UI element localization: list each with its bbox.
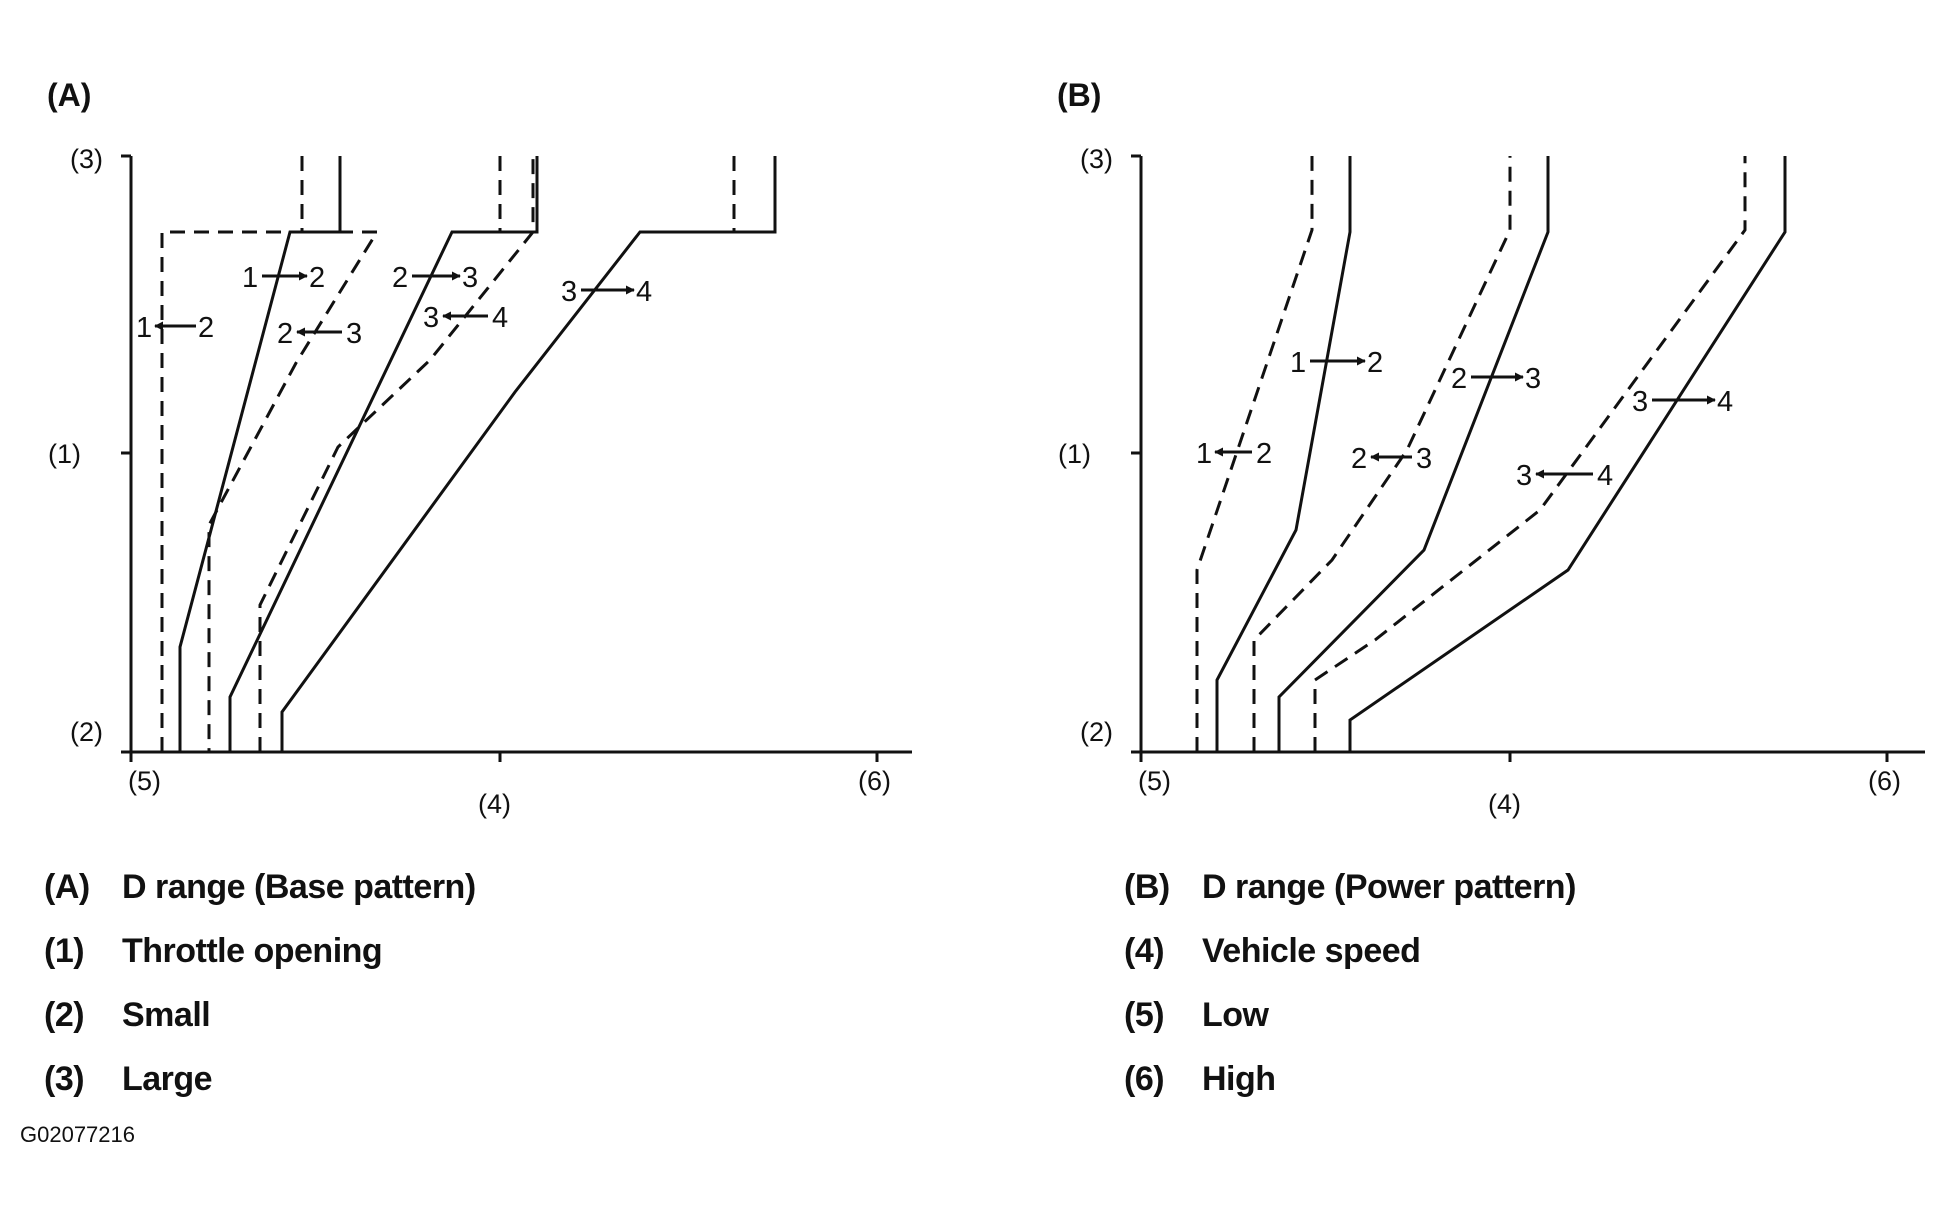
panel-b-upshift-2-3-curve: [1277, 156, 1550, 752]
legend-item: (4) Vehicle speed: [1124, 932, 1576, 996]
legend-item: (3) Large: [44, 1060, 476, 1124]
panel-a-downshift-3-4-to: 4: [492, 302, 508, 334]
panel-a-upshift-2-3-from: 2: [392, 262, 408, 294]
panel-b-downshift-2-3-to: 3: [1416, 443, 1432, 475]
panel-b-upshift-2-3-to: 3: [1525, 363, 1541, 395]
panel-b: (B) (3) (1) (2) (5) (4) (6) 1 2 1 2 2 3: [1057, 77, 1925, 819]
panel-b-upshift-1-2-to: 2: [1367, 347, 1383, 379]
legend-left: (A) D range (Base pattern) (1) Throttle …: [44, 868, 476, 1124]
panel-a-downshift-2-3-to: 3: [346, 318, 362, 350]
panel-b-downshift-3-4-curve: [1313, 156, 1747, 752]
panel-a-upshift-3-4-from: 3: [561, 276, 577, 308]
legend-item: (1) Throttle opening: [44, 932, 476, 996]
panel-a-upshift-3-4-to: 4: [636, 276, 652, 308]
legend-item: (6) High: [1124, 1060, 1576, 1124]
legend-key: (A): [44, 868, 90, 906]
panel-b-x-label-low: (5): [1138, 766, 1171, 796]
panel-b-downshift-2-3-curve: [1252, 156, 1512, 752]
panel-b-y-label-throttle: (1): [1058, 439, 1091, 469]
legend-key: (5): [1124, 996, 1165, 1034]
panel-b-title: (B): [1057, 77, 1101, 113]
panel-a-upshift-3-4-curve: [280, 156, 777, 752]
panel-a-upshift-1-2-from: 1: [242, 262, 258, 294]
panel-b-upshift-2-3-from: 2: [1451, 363, 1467, 395]
legend-key: (B): [1124, 868, 1170, 906]
legend-item: (5) Low: [1124, 996, 1576, 1060]
panel-b-downshift-1-2-from: 1: [1196, 438, 1212, 470]
panel-a-y-label-throttle: (1): [48, 439, 81, 469]
panel-b-upshift-1-2-curve: [1215, 156, 1352, 752]
legend-text: Low: [1202, 996, 1269, 1034]
legend-item: (B) D range (Power pattern): [1124, 868, 1576, 932]
panel-b-downshift-3-4-from: 3: [1516, 460, 1532, 492]
panel-a: (A) (3) (1) (2) (5) (4) (6) 1 2 1 2 2: [47, 77, 912, 819]
panel-a-downshift-1-2-curve: [160, 230, 380, 752]
panel-b-y-label-small: (2): [1080, 717, 1113, 747]
legend-text: Large: [122, 1060, 213, 1098]
legend-text: Small: [122, 996, 211, 1034]
panel-a-downshift-2-3-curve: [258, 156, 535, 752]
legend-key: (4): [1124, 932, 1165, 970]
figure-code: G02077216: [20, 1122, 135, 1147]
panel-a-upshift-1-2-to: 2: [309, 262, 325, 294]
legend-text: D range (Base pattern): [122, 868, 476, 906]
panel-a-title: (A): [47, 77, 91, 113]
panel-a-downshift-1-2-from: 1: [136, 312, 152, 344]
panel-a-x-label-low: (5): [128, 766, 161, 796]
legend-right: (B) D range (Power pattern) (4) Vehicle …: [1124, 868, 1576, 1124]
panel-a-y-label-small: (2): [70, 717, 103, 747]
panel-b-y-label-large: (3): [1080, 144, 1113, 174]
panel-b-downshift-1-2-curve: [1195, 156, 1314, 752]
legend-item: (2) Small: [44, 996, 476, 1060]
panel-b-upshift-3-4-curve: [1348, 156, 1787, 752]
panel-a-upshift-1-2-curve: [178, 156, 342, 752]
legend-key: (1): [44, 932, 85, 970]
legend-key: (3): [44, 1060, 85, 1098]
legend-text: D range (Power pattern): [1202, 868, 1576, 906]
panel-a-x-label-speed: (4): [478, 789, 511, 819]
panel-b-downshift-1-2-to: 2: [1256, 438, 1272, 470]
legend-key: (2): [44, 996, 85, 1034]
panel-b-downshift-3-4-to: 4: [1597, 460, 1613, 492]
legend-key: (6): [1124, 1060, 1165, 1098]
panel-a-upshift-2-3-curve: [228, 156, 539, 752]
panel-b-upshift-3-4-to: 4: [1717, 386, 1733, 418]
panel-a-upshift-2-3-to: 3: [462, 262, 478, 294]
panel-a-downshift-1-2-to: 2: [198, 312, 214, 344]
panel-a-downshift-3-4-from: 3: [423, 302, 439, 334]
legend-item: (A) D range (Base pattern): [44, 868, 476, 932]
legend-text: High: [1202, 1060, 1276, 1098]
panel-a-x-label-high: (6): [858, 766, 891, 796]
legend-text: Vehicle speed: [1202, 932, 1421, 970]
panel-b-downshift-2-3-from: 2: [1351, 443, 1367, 475]
panel-a-y-label-large: (3): [70, 144, 103, 174]
panel-a-downshift-2-3-from: 2: [277, 318, 293, 350]
panel-b-x-label-high: (6): [1868, 766, 1901, 796]
panel-b-upshift-1-2-from: 1: [1290, 347, 1306, 379]
panel-b-upshift-3-4-from: 3: [1632, 386, 1648, 418]
panel-b-x-label-speed: (4): [1488, 789, 1521, 819]
legend-text: Throttle opening: [122, 932, 383, 970]
